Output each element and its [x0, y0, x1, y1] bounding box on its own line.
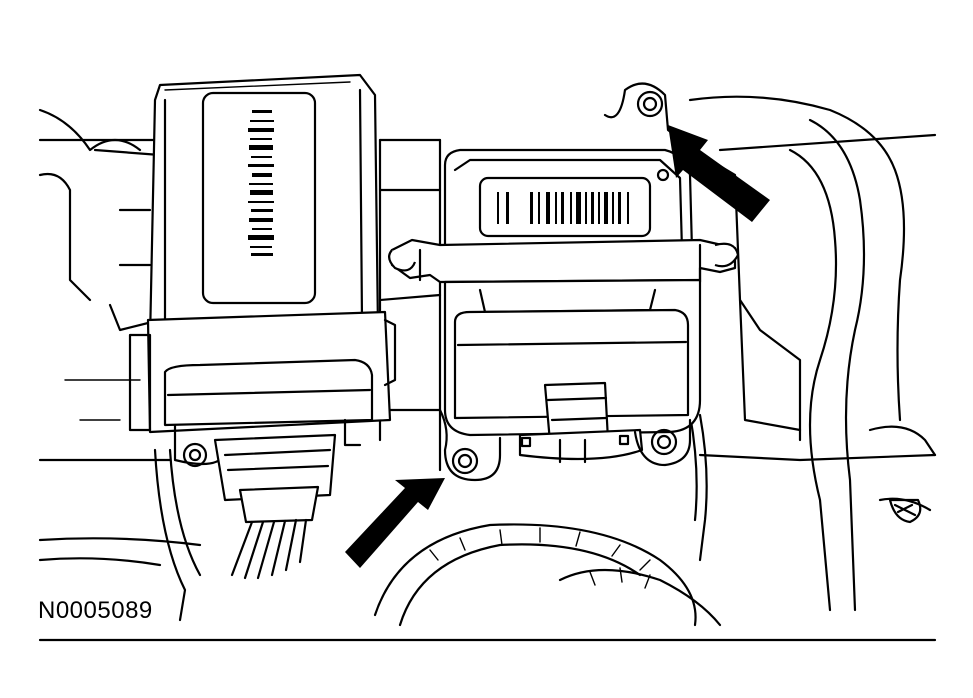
- mounting-bracket: [38, 82, 937, 562]
- barcode-icon: [497, 192, 629, 224]
- side-clips: [388, 242, 740, 272]
- module-label-plate: [201, 91, 317, 305]
- right-wiring: [38, 95, 937, 642]
- callout-arrow-icon: [345, 478, 445, 568]
- left-wiring: [38, 108, 202, 622]
- figure-id: N0005089: [38, 597, 153, 624]
- callout-arrow-icon: [668, 125, 770, 222]
- bolt-icon: [451, 447, 479, 475]
- retaining-clip: [390, 238, 737, 284]
- barcode-icon: [248, 110, 274, 256]
- left-control-module: [128, 73, 397, 580]
- right-control-module: [390, 90, 737, 482]
- module-label-plate: [478, 176, 652, 238]
- bolt-icon: [636, 90, 664, 118]
